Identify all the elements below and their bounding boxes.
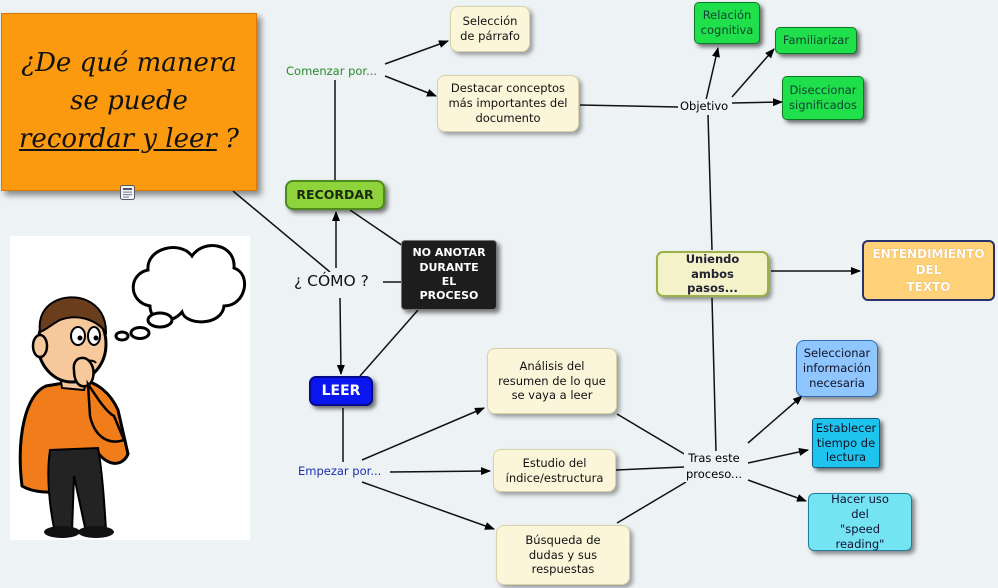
title-underlined-text: recordar y leer	[19, 123, 217, 154]
thinking-man-illustration	[10, 236, 250, 540]
note-icon[interactable]	[120, 185, 135, 200]
recordar-node[interactable]: RECORDAR	[285, 180, 385, 210]
estudio-node[interactable]: Estudio del índice/estructura	[493, 449, 616, 492]
analisis-node[interactable]: Análisis del resumen de lo que se vaya a…	[487, 348, 617, 414]
seleccionar-node[interactable]: Seleccionar información necesaria	[796, 340, 878, 397]
title-line-2: se puede	[70, 86, 188, 117]
seleccion-node[interactable]: Selección de párrafo	[450, 6, 530, 52]
leer-node[interactable]: LEER	[309, 376, 373, 406]
tras-label: Tras este proceso...	[684, 451, 745, 483]
relacion-node[interactable]: Relación cognitiva	[694, 2, 760, 44]
thought-bubble-icon	[114, 244, 246, 342]
establecer-node[interactable]: Establecer tiempo de lectura	[812, 418, 880, 468]
speed-reading-node[interactable]: Hacer uso del "speed reading"	[808, 492, 912, 551]
objetivo-label: Objetivo	[678, 99, 731, 113]
title-question-mark: ?	[225, 123, 239, 154]
destacar-node[interactable]: Destacar conceptos más importantes del d…	[437, 75, 579, 132]
no-anotar-node[interactable]: NO ANOTAR DURANTE EL PROCESO	[401, 240, 497, 310]
empezar-label: Empezar por...	[296, 464, 384, 478]
comenzar-label: Comenzar por...	[284, 64, 380, 78]
diseccionar-node[interactable]: Diseccionar significados	[782, 76, 864, 120]
como-label: ¿ CÓMO ?	[292, 272, 371, 290]
entendimiento-node[interactable]: ENTENDIMIENTO DEL TEXTO	[862, 240, 995, 301]
busqueda-node[interactable]: Búsqueda de dudas y sus respuestas	[496, 525, 630, 585]
title-line-1: ¿De qué manera	[21, 48, 237, 79]
uniendo-node[interactable]: Uniendo ambos pasos...	[656, 251, 769, 297]
familiarizar-node[interactable]: Familiarizar	[775, 27, 857, 54]
main-question-title: ¿De qué manera se puede recordar y leer …	[1, 13, 257, 191]
title-line-3: recordar y leer ?	[19, 121, 239, 159]
